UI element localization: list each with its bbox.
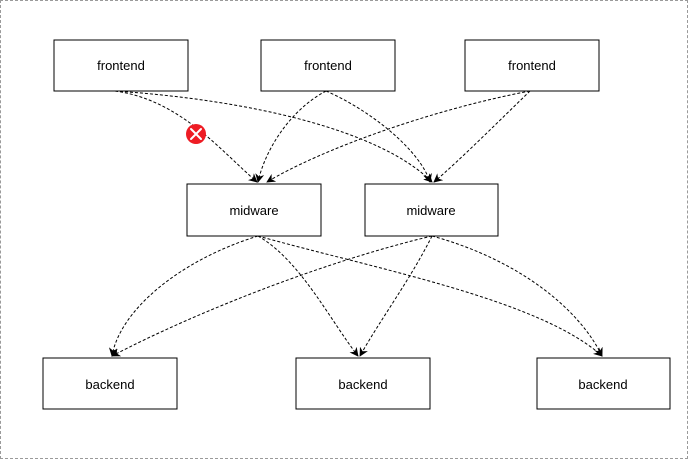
edge-midware1-backend1 xyxy=(108,235,259,357)
blocked-x-icon xyxy=(186,124,206,144)
edge-midware2-backend1 xyxy=(111,235,433,357)
backend-node-2-label: backend xyxy=(338,377,387,392)
backend-node-1-label: backend xyxy=(85,377,134,392)
edge-frontend2-midware2 xyxy=(325,90,432,183)
midware-node-2-label: midware xyxy=(406,203,455,218)
midware-node-1-label: midware xyxy=(229,203,278,218)
frontend-node-3: frontend xyxy=(464,39,600,92)
frontend-node-2: frontend xyxy=(260,39,396,92)
backend-node-3-label: backend xyxy=(578,377,627,392)
edges-group xyxy=(108,90,603,357)
edge-midware1-backend2 xyxy=(257,235,359,357)
edge-frontend3-midware2 xyxy=(433,90,531,183)
edge-frontend1-midware2 xyxy=(114,90,433,183)
edge-midware1-backend3 xyxy=(257,235,603,357)
frontend-node-2-label: frontend xyxy=(304,58,352,73)
edge-frontend3-midware1 xyxy=(266,90,531,183)
midware-node-1: midware xyxy=(186,183,322,237)
edge-frontend1-midware1 xyxy=(114,90,258,183)
backend-node-2: backend xyxy=(295,357,431,410)
edge-frontend2-midware1 xyxy=(255,90,327,183)
edge-midware2-backend2 xyxy=(359,235,433,357)
frontend-node-3-label: frontend xyxy=(508,58,556,73)
edge-midware2-backend3 xyxy=(431,235,603,357)
frontend-node-1-label: frontend xyxy=(97,58,145,73)
midware-node-2: midware xyxy=(364,183,499,237)
backend-node-1: backend xyxy=(42,357,178,410)
backend-node-3: backend xyxy=(536,357,671,410)
frontend-node-1: frontend xyxy=(53,39,189,92)
